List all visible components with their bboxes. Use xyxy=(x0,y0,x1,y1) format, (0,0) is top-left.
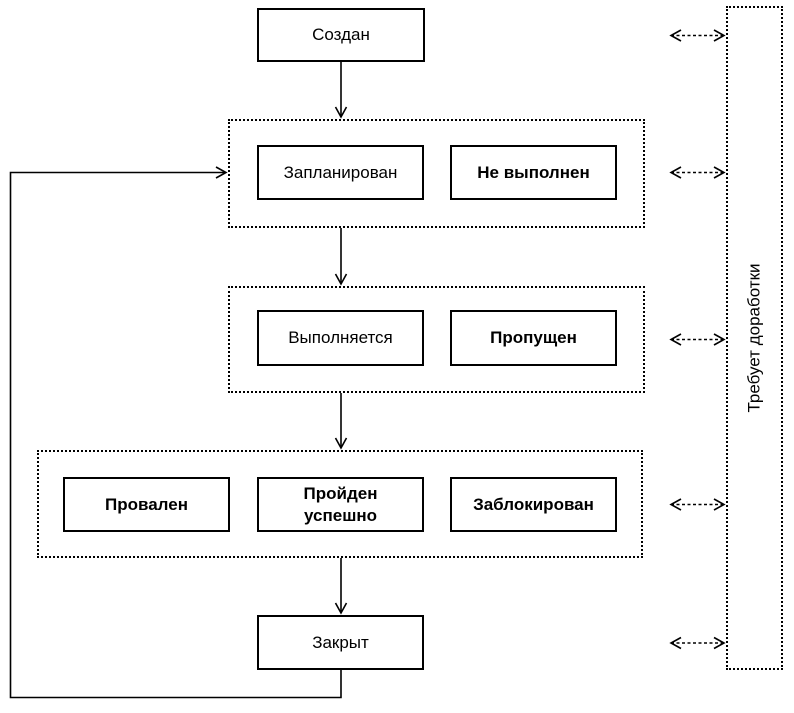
state-planned: Запланирован xyxy=(257,145,424,200)
state-skipped: Пропущен xyxy=(450,310,617,366)
state-closed-label: Закрыт xyxy=(312,632,369,652)
state-created-label: Создан xyxy=(312,25,370,45)
state-skipped-label: Пропущен xyxy=(490,328,577,348)
state-planned-label: Запланирован xyxy=(283,162,398,182)
state-failed: Провален xyxy=(63,477,230,532)
state-created: Создан xyxy=(257,8,425,62)
state-blocked-label: Заблокирован xyxy=(473,494,594,514)
state-executing: Выполняется xyxy=(257,310,424,366)
state-blocked: Заблокирован xyxy=(450,477,617,532)
rework-lane-label: Требует доработки xyxy=(744,263,764,413)
state-failed-label: Провален xyxy=(105,494,188,514)
state-executing-label: Выполняется xyxy=(288,328,393,348)
state-closed: Закрыт xyxy=(257,615,424,670)
state-not-executed: Не выполнен xyxy=(450,145,617,200)
state-not-executed-label: Не выполнен xyxy=(477,162,590,182)
state-passed: Пройден успешно xyxy=(257,477,424,532)
state-passed-label: Пройден успешно xyxy=(303,484,378,525)
rework-lane: Требует доработки xyxy=(726,6,783,670)
